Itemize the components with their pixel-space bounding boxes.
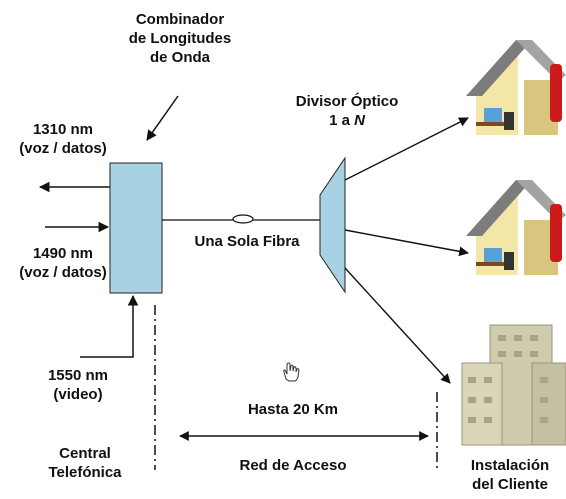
- office-building-icon: [461, 324, 566, 446]
- drop-line-1: [344, 117, 469, 181]
- wavelength-1550-label: 1550 nm (video): [38, 366, 118, 404]
- splitter-label-line2: 1 a N: [282, 111, 412, 130]
- wl-1490-value: 1490 nm: [32, 245, 94, 262]
- central-office-line1: Central: [59, 445, 111, 462]
- combiner-pointer-arrow: [146, 95, 179, 141]
- wl-1550-value: 1550 nm: [47, 367, 109, 384]
- house-icon: [466, 180, 566, 275]
- drop-line-2: [344, 229, 469, 257]
- optical-splitter: [319, 156, 346, 294]
- central-office-line2: Telefónica: [48, 464, 122, 481]
- combiner-label-line1: Combinador: [135, 11, 225, 28]
- wl-1550-service: (video): [53, 386, 103, 403]
- combiner-label: Combinador de Longitudes de Onda: [120, 10, 240, 67]
- customer-label: Instalación del Cliente: [460, 456, 560, 494]
- wavelength-1490-label: 1490 nm (voz / datos): [8, 244, 118, 282]
- splitter-ratio-n: N: [354, 112, 365, 129]
- customer-line1: Instalación: [470, 457, 550, 474]
- customer-line2: del Cliente: [472, 476, 548, 493]
- hand-cursor-icon: [283, 362, 300, 382]
- wavelength-combiner-box: [109, 162, 163, 294]
- splitter-ratio-prefix: 1 a: [329, 112, 355, 129]
- central-office-label: Central Telefónica: [40, 444, 130, 482]
- access-network-label: Red de Acceso: [239, 457, 347, 474]
- wl-1310-value: 1310 nm: [32, 121, 94, 138]
- wl-1310-service: (voz / datos): [19, 140, 107, 157]
- wavelength-1310-label: 1310 nm (voz / datos): [8, 120, 118, 158]
- house-icon: [466, 40, 566, 135]
- splitter-label-line1: Divisor Óptico: [295, 93, 399, 110]
- arrow-1550-in: [80, 294, 139, 358]
- combiner-label-line3: de Onda: [149, 49, 210, 66]
- fiber-label: Una Sola Fibra: [194, 233, 300, 250]
- drop-line-3: [344, 267, 451, 384]
- fiber-coil-icon: [232, 214, 254, 224]
- wl-1490-service: (voz / datos): [19, 264, 107, 281]
- distance-label: Hasta 20 Km: [247, 401, 339, 418]
- combiner-label-line2: de Longitudes: [128, 30, 232, 47]
- splitter-label: Divisor Óptico 1 a N: [282, 92, 412, 130]
